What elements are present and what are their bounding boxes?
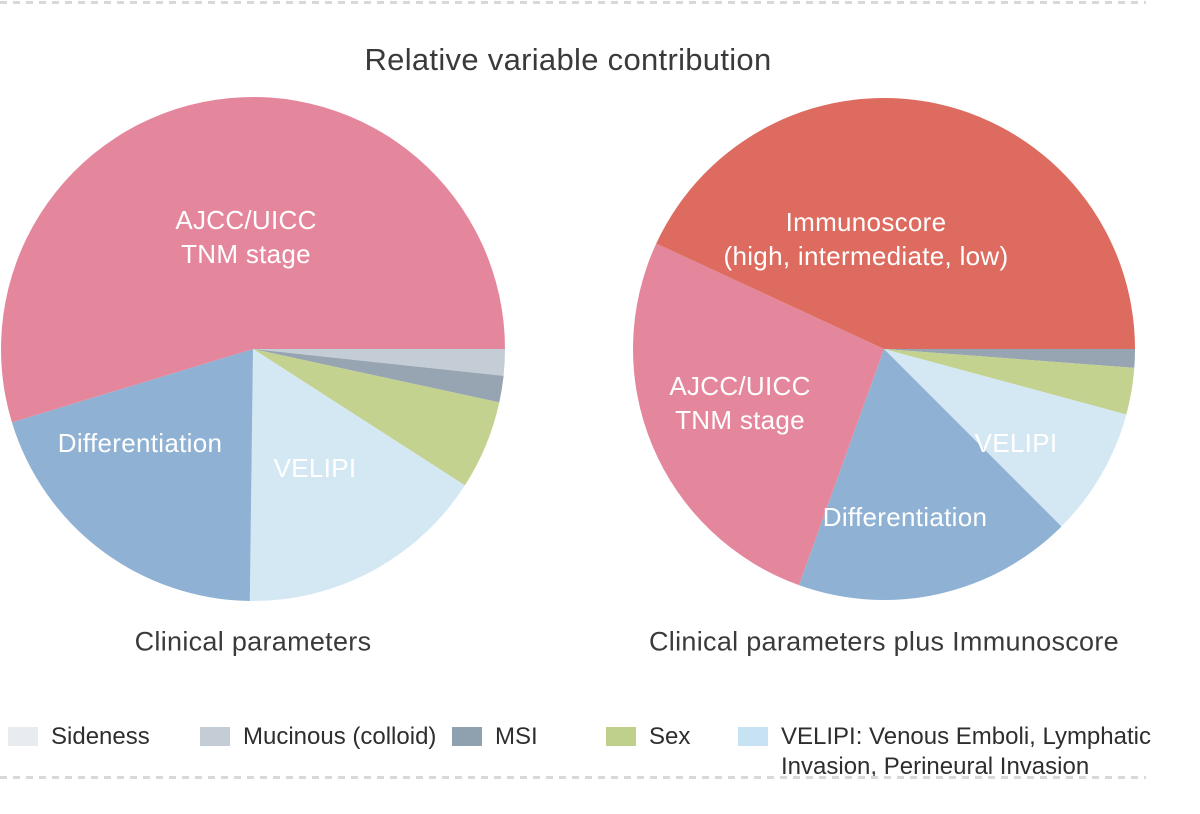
legend-item-velipi: VELIPI: Venous Emboli, Lymphatic Invasio… (738, 722, 1151, 782)
legend-item-sex: Sex (606, 722, 690, 752)
legend-item-sideness: Sideness (8, 722, 150, 752)
right-pie-label-tnm-stage: AJCC/UICC TNM stage (669, 371, 811, 435)
right-pie-label-immunoscore: Immunoscore (high, intermediate, low) (723, 207, 1009, 271)
left-pie-label-differentiation: Differentiation (57, 428, 223, 458)
top-border-dashed-line (0, 1, 1146, 4)
right-pie-label-velipi: VELIPI (974, 428, 1058, 458)
pie-0-slice-ajcc-uicc-tnm-stage (1, 96, 505, 423)
legend-label-sex: Sex (649, 723, 691, 750)
pie-0-slice-velipi (249, 349, 465, 601)
pie-1-slice-sex (884, 349, 1135, 415)
legend-label-msi: MSI (495, 723, 538, 750)
pie-0-slice-differentiation (11, 349, 253, 601)
pie-0-slice-mucinous-colloid (253, 349, 505, 376)
legend-label-velipi: VELIPI: Venous Emboli, Lymphatic Invasio… (781, 723, 1151, 780)
legend-label-sideness: Sideness (51, 723, 150, 750)
pie-1-slice-velipi (884, 349, 1127, 527)
legend-swatch-sideness (8, 727, 38, 746)
legend-item-msi: MSI (452, 722, 538, 752)
right-pie-label-differentiation: Differentiation (822, 502, 988, 532)
right-pie-caption: Clinical parameters plus Immunoscore (649, 626, 1119, 657)
pie-1-slice-ajcc-uicc-tnm-stage (633, 243, 884, 586)
left-pie-caption: Clinical parameters (134, 626, 372, 657)
legend-swatch-velipi (738, 727, 768, 746)
bottom-border-dashed-line (0, 776, 1146, 779)
left-pie-label-velipi: VELIPI (273, 453, 357, 483)
pie-0-slice-sex (253, 349, 500, 486)
legend-item-mucinous: Mucinous (colloid) (200, 722, 436, 752)
pie-charts-svg (1, 96, 1135, 601)
pie-1-slice-differentiation (798, 349, 1062, 600)
legend-swatch-mucinous (200, 727, 230, 746)
pie-0-slice-msi (253, 349, 504, 403)
pie-1-slice-immunoscore-high-intermediate-low (656, 97, 1135, 349)
legend-swatch-sex (606, 727, 636, 746)
legend-swatch-msi (452, 727, 482, 746)
figure-title: Relative variable contribution (364, 42, 772, 77)
left-pie-label-tnm-stage: AJCC/UICC TNM stage (175, 205, 317, 269)
pie-1-slice-msi (884, 349, 1135, 368)
legend-label-mucinous: Mucinous (colloid) (243, 723, 437, 750)
